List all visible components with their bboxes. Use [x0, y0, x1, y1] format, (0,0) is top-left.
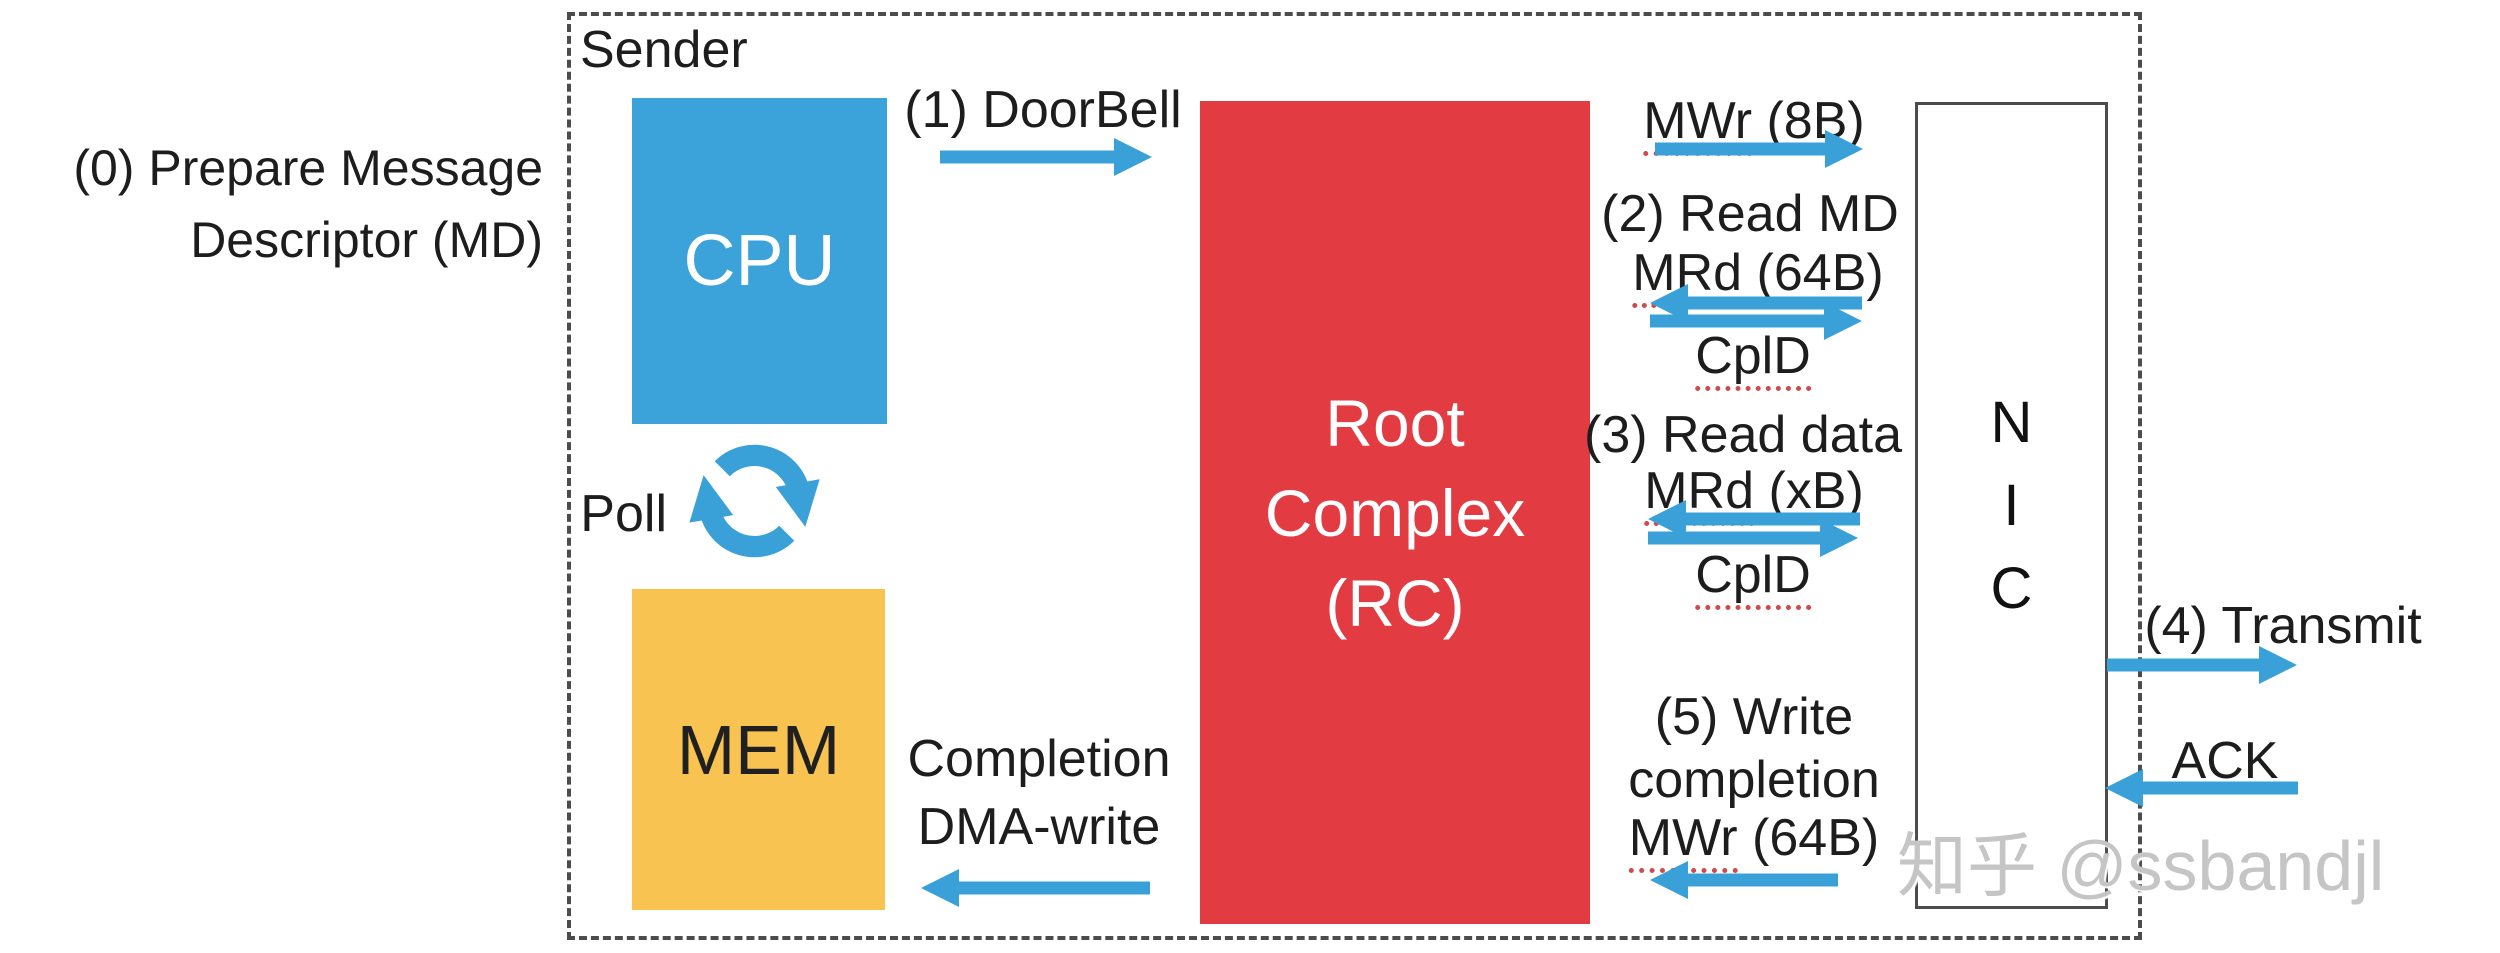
write-completion-mwr-64b-label: MWr (64B)	[1628, 808, 1880, 873]
mrd-64b-arrow-left-icon	[1650, 284, 1862, 322]
write-completion-arrow-left-icon	[1650, 861, 1838, 899]
arrow-head	[1114, 138, 1152, 176]
cpld-xb-arrow-right-icon	[1648, 519, 1858, 557]
root-complex-label-line1: Root	[1325, 385, 1465, 460]
read-md-label: (2) Read MD	[1601, 185, 1899, 243]
arrow-head	[921, 869, 959, 907]
cpu-box-label: CPU	[683, 221, 836, 301]
arrow-shaft	[1650, 314, 1830, 328]
mrd-size: (64B)	[1742, 244, 1884, 302]
transmit-arrow-right-icon	[2107, 646, 2297, 684]
ack-arrow-left-icon	[2105, 769, 2298, 807]
arrow-shaft	[1648, 531, 1826, 545]
doorbell-label: (1) DoorBell	[904, 81, 1182, 139]
arrow-shaft	[1682, 296, 1862, 310]
arrow-head	[1820, 519, 1858, 557]
prepare-md-note-line1: (0) Prepare Message	[73, 140, 543, 196]
cpld-64b-arrow-right-icon	[1650, 302, 1862, 340]
ack-label: ACK	[2171, 732, 2279, 790]
write-completion-label-line2: completion	[1628, 751, 1880, 809]
arrow-head	[1824, 302, 1862, 340]
arrow-head	[2105, 769, 2143, 807]
arrow-head	[1650, 861, 1688, 899]
arrow-shaft	[1682, 873, 1838, 887]
sender-frame-label: Sender	[580, 21, 748, 79]
arrow-head	[1825, 130, 1863, 168]
read-data-label: (3) Read data	[1584, 406, 1902, 464]
completion-dma-arrow-left-icon	[921, 869, 1150, 907]
mwr-op: MWr	[1643, 92, 1753, 156]
poll-sync-icon	[689, 444, 820, 558]
arrow-head	[2259, 646, 2297, 684]
arrow-shaft	[940, 150, 1120, 164]
mrd-size: (xB)	[1754, 462, 1864, 520]
write-completion-label-line1: (5) Write	[1654, 688, 1854, 746]
mem-box: MEM	[632, 589, 885, 910]
nic-letter-i: I	[2003, 473, 2020, 538]
poll-label: Poll	[580, 485, 667, 543]
cpld-op: CplD	[1695, 546, 1811, 610]
completion-dma-label-line2: DMA-write	[917, 798, 1161, 856]
arrow-shaft	[1680, 512, 1860, 526]
mwr-8b-arrow-right-icon	[1655, 130, 1863, 168]
mrd-64b-label: MRd (64B)	[1632, 243, 1884, 308]
mrd-xb-label: MRd (xB)	[1644, 461, 1864, 526]
root-complex-label-line3: (RC)	[1325, 565, 1465, 640]
prepare-md-note: (0) Prepare Message Descriptor (MD)	[73, 132, 543, 276]
cpld2-label: CplD	[1695, 545, 1811, 610]
mwr-size: (64B)	[1737, 809, 1880, 867]
arrow-shaft	[1655, 142, 1831, 156]
nic-box-label: N I C	[1991, 381, 2033, 630]
zhihu-watermark: 知乎 @ssbandjl	[1897, 827, 2385, 905]
prepare-md-note-line2: Descriptor (MD)	[190, 212, 543, 268]
root-complex-label-line2: Complex	[1264, 475, 1526, 550]
completion-dma-label-line1: Completion	[907, 730, 1171, 788]
arrow-shaft	[953, 881, 1150, 895]
mwr-op: MWr	[1628, 809, 1738, 873]
nic-letter-c: C	[1990, 556, 2033, 621]
cpld1-label: CplD	[1695, 326, 1811, 391]
nic-letter-n: N	[1990, 390, 2033, 455]
arrow-shaft	[2107, 658, 2265, 672]
nic-box: N I C	[1915, 102, 2108, 909]
root-complex-label: Root Complex (RC)	[1265, 378, 1525, 648]
mem-box-label: MEM	[676, 710, 841, 789]
mwr-8b-label: MWr (8B)	[1643, 91, 1865, 156]
cpld-op: CplD	[1695, 327, 1811, 391]
sender-boundary-frame	[567, 12, 2142, 940]
transmit-label: (4) Transmit	[2144, 597, 2422, 655]
cpu-box: CPU	[632, 98, 887, 424]
doorbell-arrow-right-icon	[940, 138, 1152, 176]
root-complex-box: Root Complex (RC)	[1200, 101, 1590, 924]
arrow-shaft	[2137, 781, 2298, 795]
